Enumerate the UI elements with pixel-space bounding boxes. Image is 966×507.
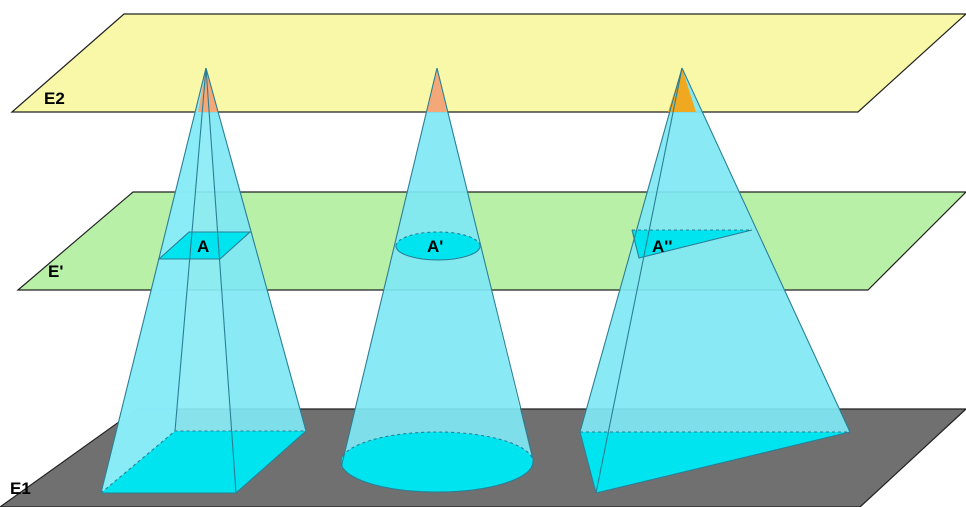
- pyramid-front-face: [101, 68, 236, 493]
- section-label-a-double-prime: A'': [652, 237, 672, 256]
- tri-pyramid-right-face: [596, 68, 850, 493]
- cone-base: [341, 432, 533, 492]
- cone: [340, 67, 534, 493]
- plane-e1-label: E1: [10, 479, 31, 498]
- cone-body: [341, 68, 533, 468]
- plane-e-prime-label: E': [48, 262, 63, 281]
- cone-section: [396, 232, 480, 260]
- cone-apex-region: [427, 68, 447, 112]
- square-pyramid: [100, 67, 307, 494]
- section-label-a: A: [197, 237, 209, 256]
- pyramid-base: [101, 431, 306, 493]
- plane-e2: [10, 13, 966, 113]
- triangular-pyramid: [579, 67, 851, 494]
- section-label-a-prime: A': [427, 237, 443, 256]
- plane-e2-label: E2: [44, 89, 65, 108]
- tri-pyramid-left-face: [580, 68, 682, 493]
- pyramid-right-face: [206, 68, 306, 493]
- tri-pyramid-base: [580, 432, 850, 493]
